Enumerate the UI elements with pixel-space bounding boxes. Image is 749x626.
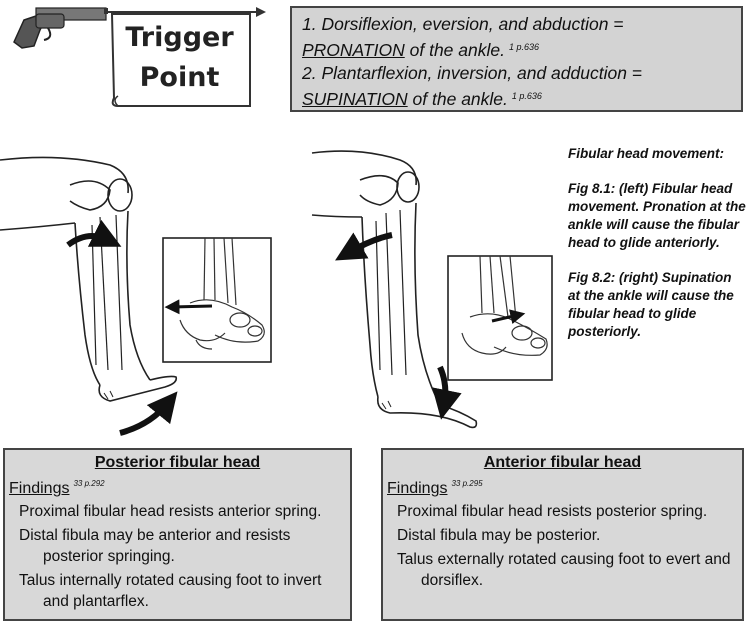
caption-fig-8-2: Fig 8.2: (right) Supination at the ankle… [568, 270, 734, 339]
findings-label: Findings [387, 480, 448, 497]
banner-title-line2: Point [139, 62, 220, 93]
definition-line-2: 2. Plantarflexion, inversion, and adduct… [302, 63, 643, 109]
left-leg-illustration [0, 156, 178, 402]
list-item: Distal fibula may be posterior. [397, 527, 601, 544]
right-leg-illustration [311, 150, 478, 429]
banner-title: Trigger Point [112, 18, 247, 98]
findings-label: Findings [9, 480, 70, 497]
pronation-term: PRONATION [302, 40, 405, 60]
list-item: Proximal fibular head resists anterior s… [19, 503, 322, 520]
definition-line-1: 1. Dorsiflexion, eversion, and abduction… [302, 14, 624, 60]
reference: 33 p.292 [73, 479, 105, 488]
revolver-icon [13, 7, 108, 49]
caption-fig-8-1: Fig 8.1: (left) Fibular head movement. P… [568, 181, 746, 250]
right-inset-box [447, 255, 553, 381]
left-inset-box [162, 237, 272, 363]
list-item: Talus internally rotated causing foot to… [19, 572, 322, 610]
rotation-arrow-icon [66, 219, 122, 248]
reference: 1 p.636 [511, 91, 542, 101]
findings-list: Proximal fibular head resists anterior s… [5, 501, 350, 612]
caption-heading: Fibular head movement: [568, 146, 725, 161]
figure-caption: Fibular head movement: Fig 8.1: (left) F… [568, 145, 746, 358]
banner-flag [110, 13, 251, 107]
list-item: Proximal fibular head resists posterior … [397, 503, 708, 520]
reference: 1 p.636 [508, 42, 540, 52]
trigger-point-banner [13, 7, 266, 107]
rotation-arrow-icon [335, 232, 393, 261]
list-item: Talus externally rotated causing foot to… [397, 551, 731, 589]
definition-box: 1. Dorsiflexion, eversion, and abduction… [290, 6, 743, 112]
banner-title-line1: Trigger [125, 22, 234, 53]
list-item: Distal fibula may be anterior and resist… [19, 527, 291, 565]
findings-list: Proximal fibular head resists posterior … [383, 501, 742, 591]
rotation-arrow-icon [432, 365, 462, 420]
box-heading: Anterior fibular head [483, 454, 642, 471]
rotation-arrow-icon [119, 391, 178, 436]
supination-term: SUPINATION [302, 89, 408, 109]
box-heading: Posterior fibular head [94, 454, 261, 471]
reference: 33 p.295 [451, 479, 483, 488]
fibula-figures [0, 150, 553, 436]
